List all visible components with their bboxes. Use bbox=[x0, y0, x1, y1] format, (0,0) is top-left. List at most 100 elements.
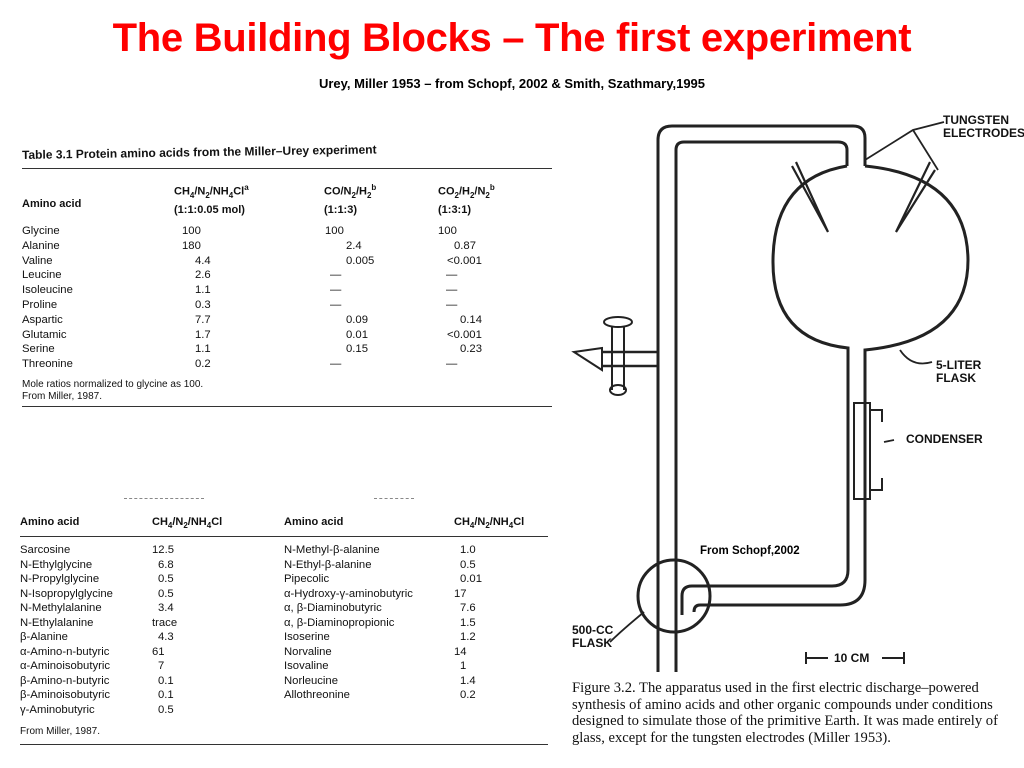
amino-acid-name: Sarcosine bbox=[20, 544, 71, 556]
value-ch4: 100 bbox=[182, 225, 201, 237]
amino-acid-name: Isoleucine bbox=[22, 284, 73, 297]
amino-acid-name: α-Hydroxy-γ-aminobutyric bbox=[284, 587, 413, 600]
value-co: — bbox=[330, 358, 342, 371]
value: 61 bbox=[152, 645, 165, 658]
amino-acid-name: Alanine bbox=[22, 239, 60, 252]
table-non-protein-amino-acids: Amino acid CH4/N2/NH4Cl Amino acid CH4/N… bbox=[14, 498, 554, 750]
value-ch4: 2.6 bbox=[195, 269, 211, 282]
value-co: — bbox=[330, 269, 342, 282]
tungsten-electrodes bbox=[791, 161, 936, 233]
five-liter-flask bbox=[771, 164, 970, 400]
amino-acid-name: Glutamic bbox=[22, 328, 67, 341]
figure-caption: Figure 3.2. The apparatus used in the fi… bbox=[572, 680, 998, 746]
stopcock-bottom bbox=[609, 384, 627, 396]
value: 1.2 bbox=[460, 631, 476, 643]
amino-acid-name: Serine bbox=[22, 343, 55, 356]
value: 3.4 bbox=[158, 602, 174, 614]
slide-subtitle: Urey, Miller 1953 – from Schopf, 2002 & … bbox=[318, 76, 706, 91]
stopcock-body bbox=[611, 326, 625, 390]
table-note: Mole ratios normalized to glycine as 100… bbox=[22, 379, 204, 390]
flask-pointer bbox=[899, 349, 933, 365]
table-rule bbox=[20, 536, 548, 537]
table-rule bbox=[20, 744, 548, 745]
column-header-amino-acid: Amino acid bbox=[20, 516, 80, 528]
small-flask-pointer bbox=[609, 611, 645, 643]
value-co: 2.4 bbox=[346, 239, 362, 252]
amino-acid-name: Proline bbox=[22, 299, 58, 311]
ratio: (1:3:1) bbox=[438, 203, 472, 216]
stopcock-tube bbox=[602, 350, 658, 368]
value: 1.5 bbox=[460, 616, 476, 629]
amino-acid-name: N-Isopropylglycine bbox=[20, 587, 113, 600]
condenser-tube bbox=[846, 400, 867, 505]
column-header-co2-h2-n2: CO2/H2/N2b (1:3:1) bbox=[438, 181, 495, 217]
value-co: 100 bbox=[325, 225, 344, 237]
value: 0.5 bbox=[158, 703, 174, 716]
value-co2: 0.87 bbox=[454, 239, 476, 252]
value: 0.5 bbox=[460, 558, 476, 571]
slide-title: The Building Blocks – The first experime… bbox=[112, 16, 912, 60]
value: 0.5 bbox=[158, 573, 174, 585]
value-co2: — bbox=[446, 269, 458, 282]
value-ch4: 1.7 bbox=[195, 328, 211, 341]
value: 17 bbox=[454, 587, 467, 600]
electrodes-pointer bbox=[912, 129, 939, 171]
amino-acid-name: N-Ethylalanine bbox=[20, 616, 94, 629]
small-flask bbox=[636, 558, 712, 634]
amino-acid-name: Pipecolic bbox=[284, 573, 330, 585]
value-co2: — bbox=[446, 358, 458, 371]
value: trace bbox=[152, 616, 178, 629]
table-row: γ-Aminobutyric 0.5 bbox=[20, 704, 550, 719]
value-ch4: 7.7 bbox=[195, 313, 211, 326]
value-co: 0.01 bbox=[346, 328, 368, 341]
condenser-ports bbox=[870, 409, 883, 491]
value-co2: 100 bbox=[438, 225, 457, 237]
amino-acid-name: γ-Aminobutyric bbox=[20, 703, 95, 716]
value-co: 0.15 bbox=[346, 343, 368, 356]
amino-acid-name: Norleucine bbox=[284, 674, 339, 687]
value-ch4: 1.1 bbox=[195, 284, 211, 297]
glass-tube-inner bbox=[674, 140, 849, 672]
value-co2: — bbox=[446, 299, 458, 311]
value-co2: 0.14 bbox=[460, 313, 482, 326]
value: 7 bbox=[158, 660, 165, 672]
column-header-co-n2-h2: CO/N2/H2b (1:1:3) bbox=[324, 181, 376, 217]
value: 0.1 bbox=[158, 689, 174, 701]
stopcock-handle bbox=[603, 316, 633, 328]
amino-acid-name: Valine bbox=[22, 254, 53, 267]
value-co: — bbox=[330, 299, 342, 311]
amino-acid-name: Isovaline bbox=[284, 660, 329, 672]
amino-acid-name: β-Amino-n-butyric bbox=[20, 674, 110, 687]
amino-acid-name: α, β-Diaminobutyric bbox=[284, 602, 382, 614]
label-tungsten-electrodes: TUNGSTEN ELECTRODES bbox=[943, 113, 1024, 140]
column-header-ch4-n2-nh4cl: CH4/N2/NH4Cl bbox=[152, 516, 223, 531]
amino-acid-name: Threonine bbox=[22, 358, 73, 371]
amino-acid-name: N-Ethyl-β-alanine bbox=[284, 558, 372, 571]
glass-tube-outer bbox=[656, 124, 867, 672]
condenser-jacket bbox=[853, 402, 871, 500]
value-co2: 0.23 bbox=[460, 343, 482, 356]
amino-acid-name: Norvaline bbox=[284, 645, 332, 658]
column-header-ch4-n2-nh4cl: CH4/N2/NH4Cl bbox=[454, 516, 525, 531]
value-ch4: 4.4 bbox=[195, 254, 211, 267]
table-title: Table 3.1 Protein amino acids from the M… bbox=[21, 142, 377, 162]
condenser-pointer bbox=[883, 439, 895, 443]
value: 12.5 bbox=[152, 544, 174, 556]
value-ch4: 0.3 bbox=[195, 299, 211, 311]
